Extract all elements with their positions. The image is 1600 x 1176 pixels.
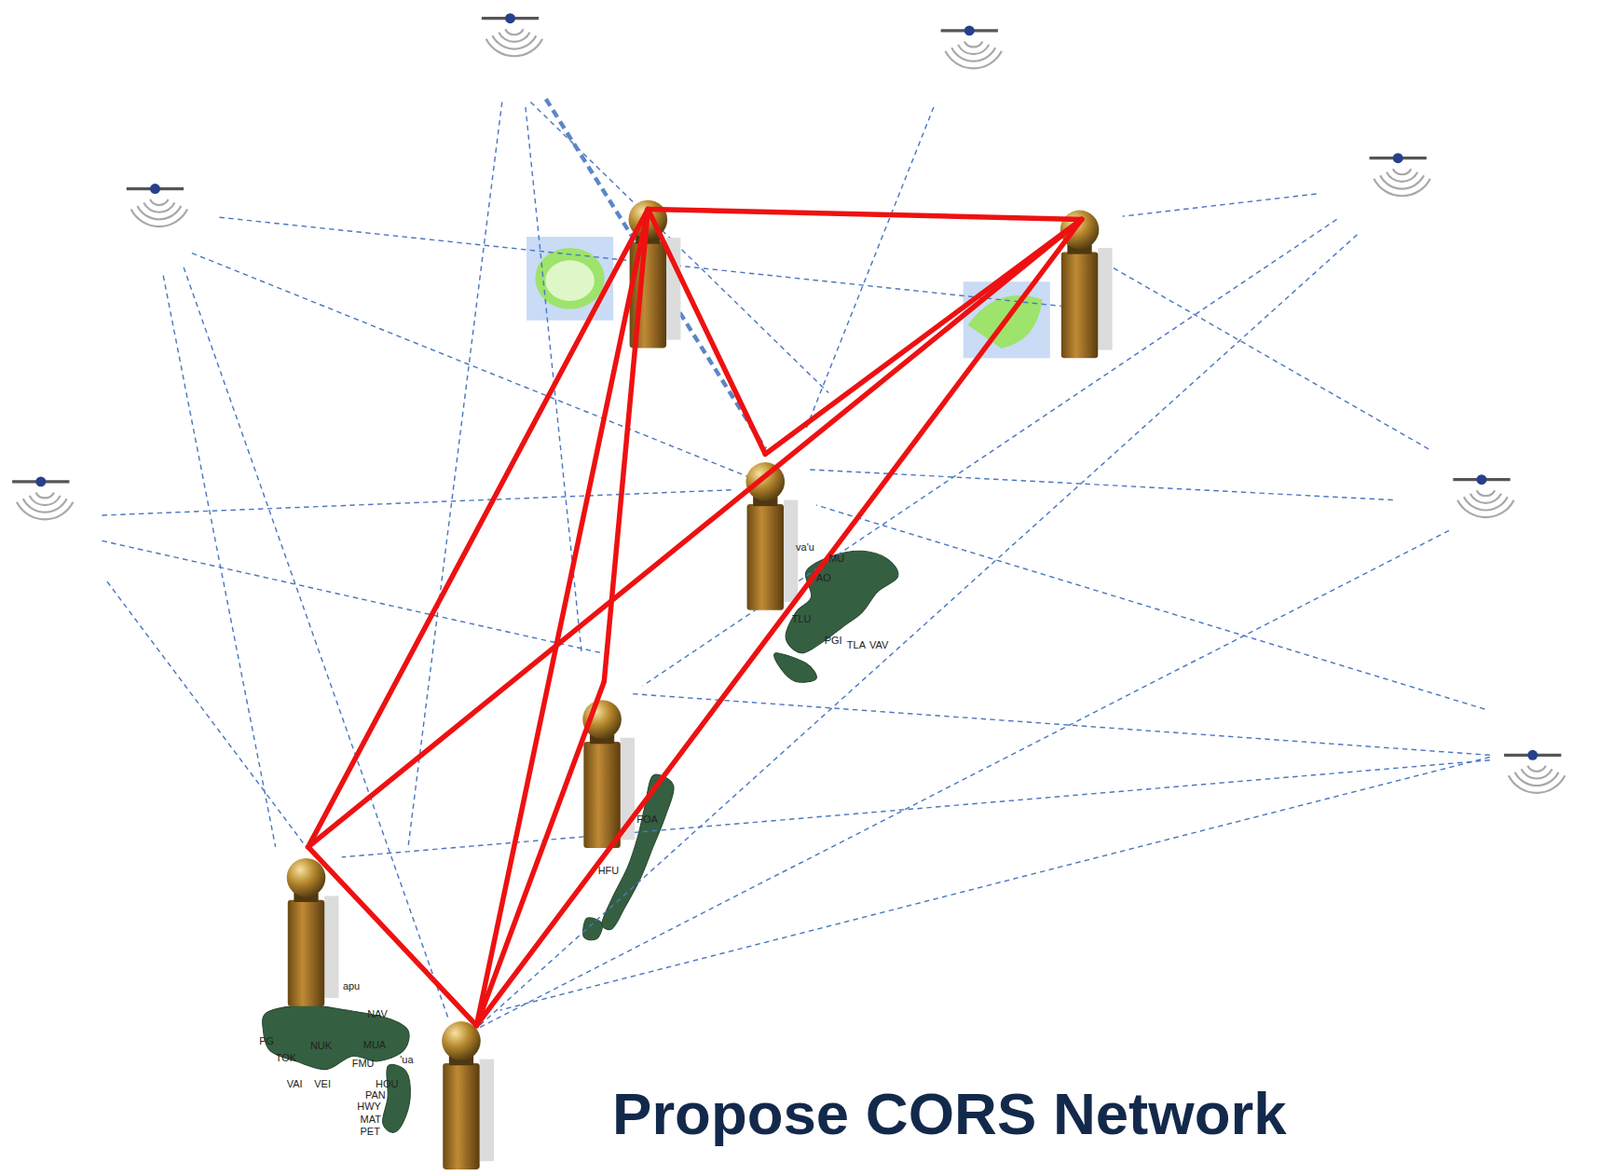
island-code: PAN <box>365 1091 386 1102</box>
signal-line <box>546 98 766 450</box>
signal-line <box>163 275 275 848</box>
baseline <box>308 208 649 847</box>
island-code: FMU <box>352 1059 375 1070</box>
signal-line <box>102 540 603 653</box>
island-shape <box>583 917 603 941</box>
island-code: PG <box>259 1037 274 1048</box>
signal-line <box>1112 267 1429 450</box>
island-code: VEI <box>314 1080 331 1091</box>
island-code: apu <box>342 981 360 992</box>
island-code: HFU <box>598 866 620 877</box>
signal-line <box>408 102 503 848</box>
island-code: FOA <box>636 814 658 825</box>
signal-line <box>469 530 1450 1033</box>
island-code: VAI <box>287 1080 303 1091</box>
signal-line <box>107 581 307 848</box>
baseline <box>308 847 478 1026</box>
island-code: va'u <box>795 543 815 554</box>
satellite-icon <box>481 13 543 56</box>
island-code: AO <box>816 573 832 584</box>
baseline <box>603 208 648 682</box>
island-code: PGI <box>824 635 843 646</box>
baseline <box>647 208 766 454</box>
island-shape <box>262 1005 410 1070</box>
signal-lines <box>102 102 1491 1034</box>
cors-stations <box>287 200 1113 1170</box>
satellites <box>12 13 1565 794</box>
island-shape <box>382 1064 411 1133</box>
island-code: TOK <box>275 1052 297 1064</box>
lagoon-shape <box>545 259 595 301</box>
cors-antenna <box>287 858 340 1007</box>
island-code: NUK <box>310 1040 332 1052</box>
island-code: TLU <box>792 614 812 625</box>
satellite-icon <box>12 476 73 520</box>
baseline <box>476 681 604 1026</box>
cors-antenna <box>441 1021 494 1170</box>
baseline <box>308 218 1082 847</box>
island-code: VAV <box>869 641 889 652</box>
island-shape <box>774 653 818 683</box>
island-code: 'ua <box>399 1054 413 1066</box>
island-code: TLA <box>847 641 866 652</box>
signal-line <box>806 469 1394 501</box>
signal-line <box>632 694 1491 756</box>
diagram-title: Propose CORS Network <box>612 1083 1286 1144</box>
baseline <box>765 218 1081 454</box>
island-code: MAT <box>360 1114 382 1125</box>
island-code: NAV <box>367 1009 388 1020</box>
satellite-icon <box>1504 750 1565 794</box>
island-code: HOU <box>375 1080 398 1091</box>
baseline <box>647 208 1081 219</box>
signal-line <box>183 267 450 1021</box>
satellite-icon <box>1452 474 1514 518</box>
satellite-icon <box>941 25 1002 69</box>
satellite-icon <box>1369 152 1431 196</box>
signal-line <box>806 107 934 429</box>
cors-baselines <box>308 208 1082 1026</box>
signal-line <box>102 490 736 516</box>
signal-line <box>1122 193 1317 217</box>
island-code: MU <box>828 554 845 565</box>
baseline <box>476 208 648 1026</box>
signal-line <box>816 505 1485 710</box>
island-code: HWY <box>356 1102 382 1113</box>
signal-line <box>642 218 1338 685</box>
island-maps <box>262 236 1051 1133</box>
satellite-icon <box>126 183 188 227</box>
island-code: MUA <box>363 1039 386 1051</box>
island-code: PET <box>360 1126 381 1137</box>
island-shape <box>785 550 899 654</box>
baseline <box>476 218 1081 1026</box>
